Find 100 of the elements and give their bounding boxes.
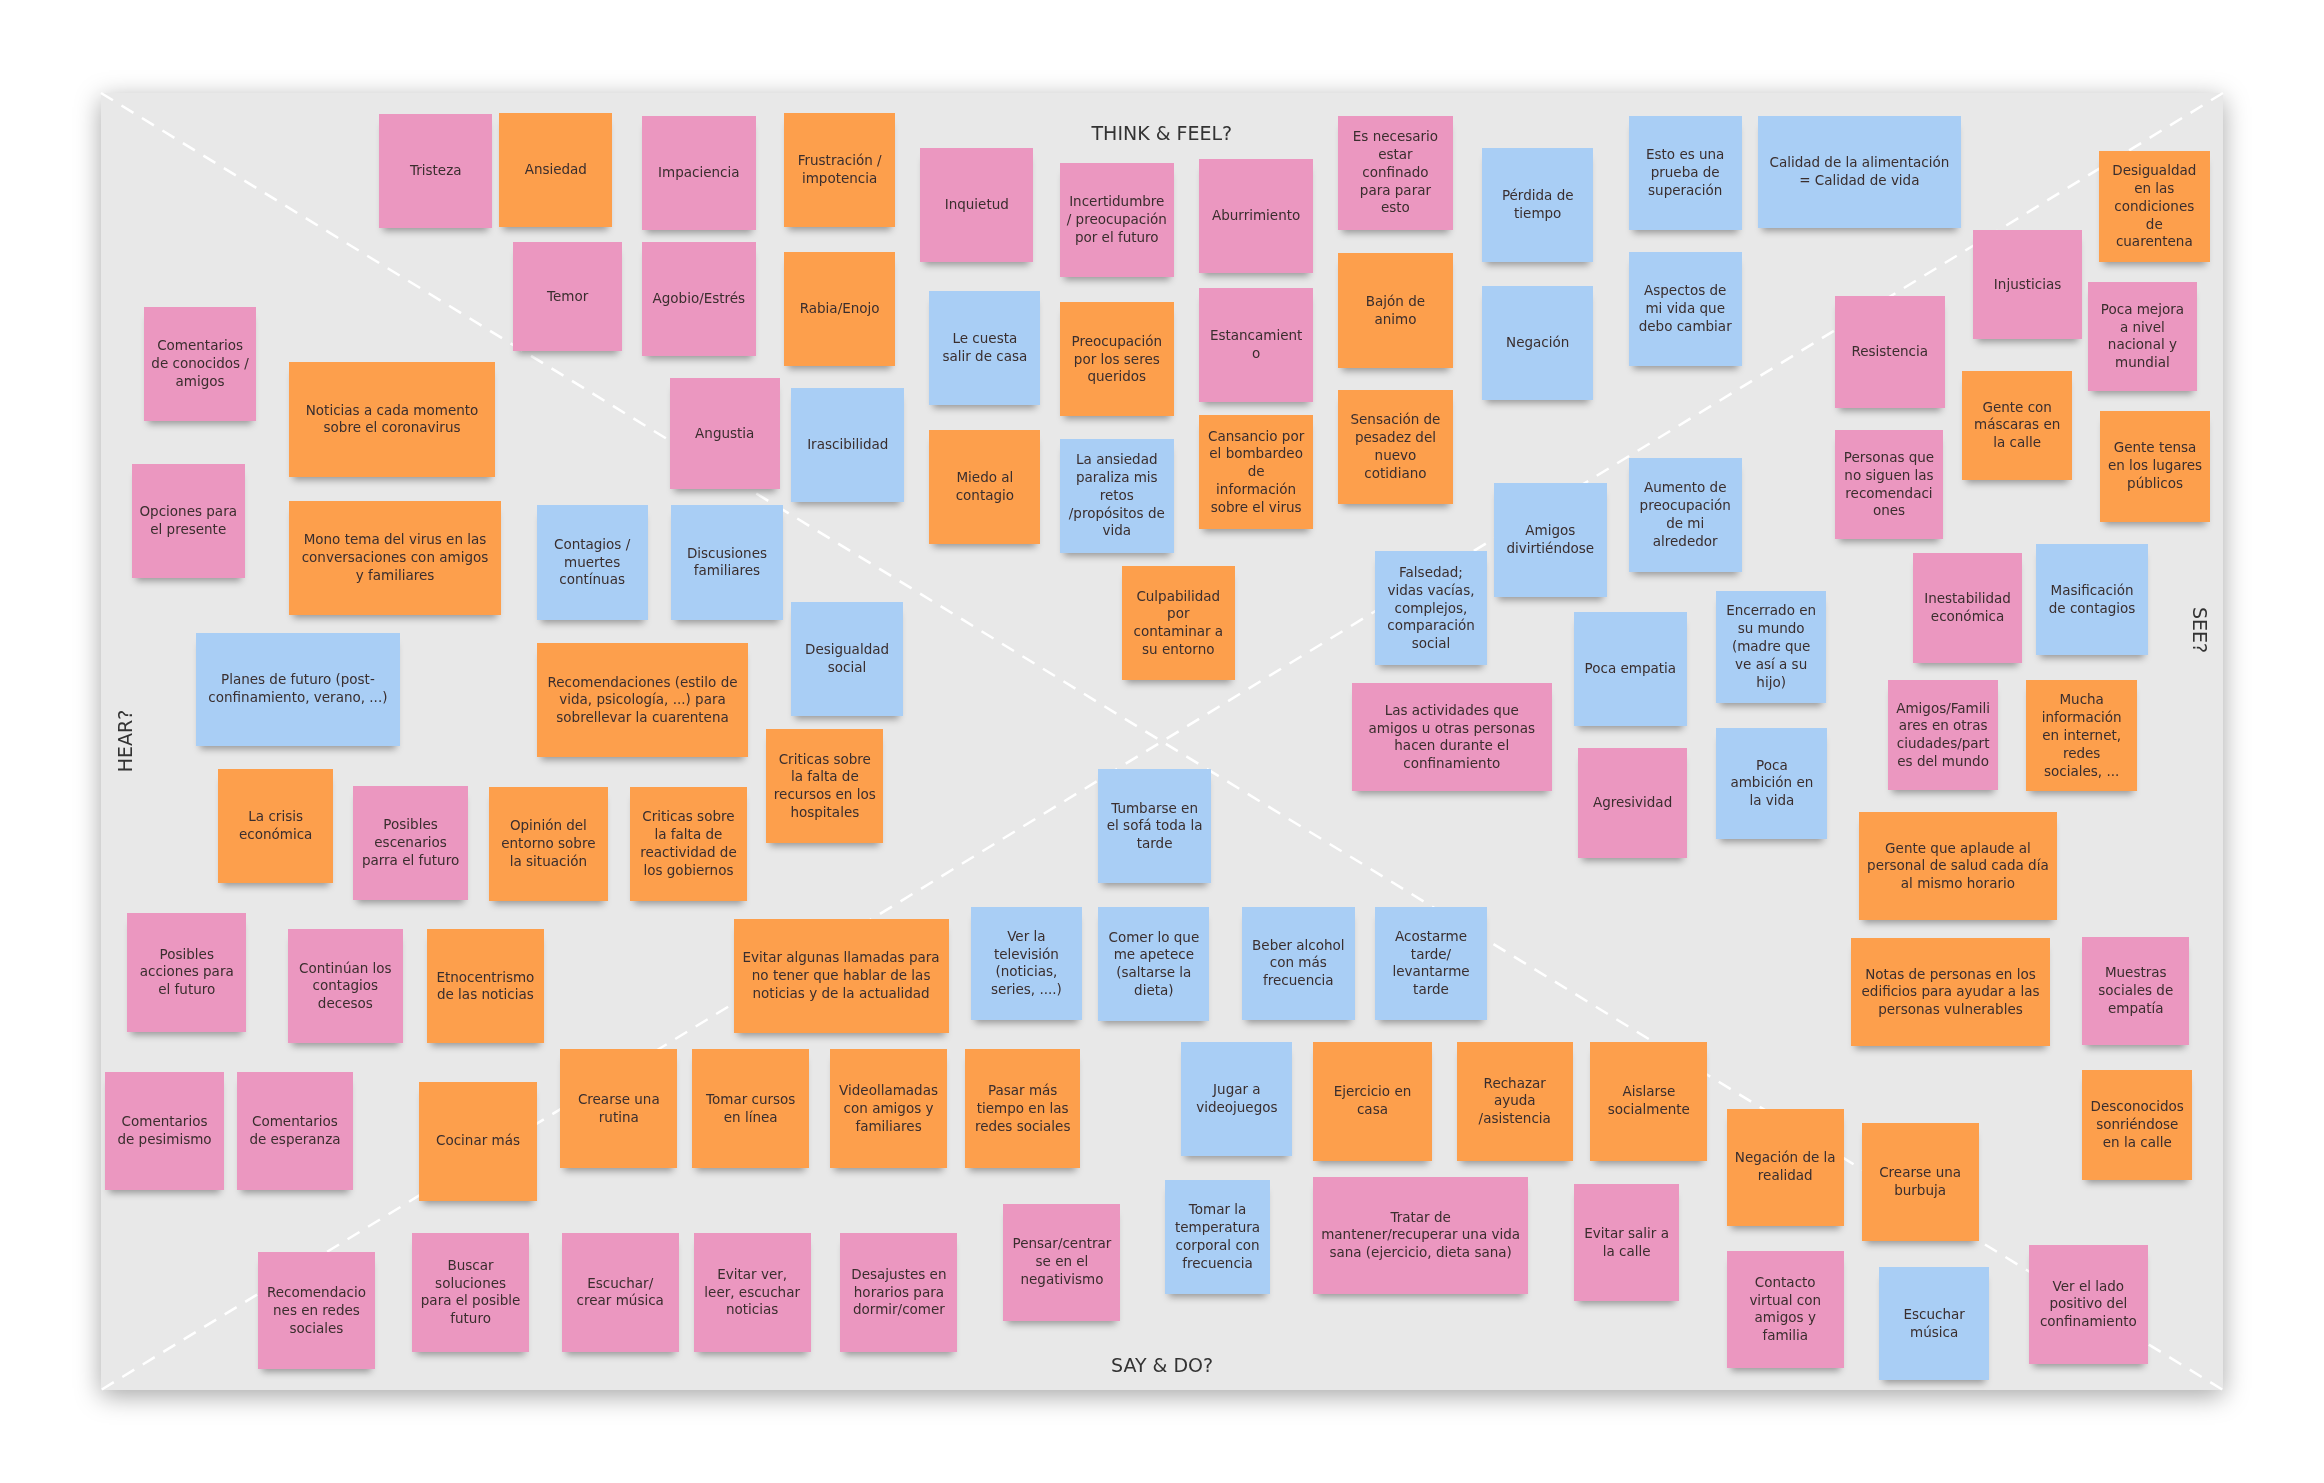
sticky-note: Ver la televisión (noticias, series, ....) [970,907,1082,1020]
sticky-note: Rechazar ayuda /asistencia [1456,1041,1573,1161]
sticky-note: Tratar de mantener/recuperar una vida sana (ejercicio, dieta sana) [1313,1176,1529,1294]
sticky-note: Impaciencia [641,115,756,230]
sticky-note: Frustración / impotencia [784,112,896,227]
sticky-note: Opinión del entorno sobre la situación [489,787,608,902]
sticky-note: Calidad de la alimentación = Calidad de vida [1757,115,1961,229]
sticky-note: Tumbarse en el sofá toda la tarde [1098,769,1211,884]
sticky-note: Estancamiento [1199,287,1314,402]
sticky-note: Desigualdad social [791,601,903,716]
sticky-note: Crearse una rutina [560,1049,678,1168]
sticky-note: Agobio/Estrés [641,241,756,356]
sticky-note: Poca ambición en la vida [1716,727,1828,839]
sticky-note: Desigualdad en las condiciones de cuarentena [2098,151,2210,263]
sticky-note: Inquietud [920,148,1034,263]
sticky-note: Criticas sobre la falta de reactividad de los gobiernos [629,787,747,902]
sticky-note: Sensación de pesadez del nuevo cotidiano [1338,389,1453,504]
sticky-note: Contagios / muertes contínuas [536,505,648,620]
sticky-note: Le cuesta salir de casa [929,290,1041,405]
sticky-note: Posibles acciones para el futuro [127,913,246,1032]
sticky-note: Discusiones familiares [671,505,783,620]
sticky-note: Esto es una prueba de superación [1628,115,1742,230]
sticky-note: Las actividades que amigos u otras personas hacen durante el confinamiento [1351,683,1552,792]
sticky-note: Comentarios de pesimismo [105,1071,224,1191]
sticky-note: Gente con máscaras en la calle [1962,370,2072,481]
sticky-note: Comentarios de conocidos / amigos [143,306,257,421]
sticky-note: Rabia/Enojo [784,251,896,367]
sticky-note: Agresividad [1578,748,1687,859]
sticky-note: Noticias a cada momento sobre el coronavirus [289,361,496,478]
sticky-note: Injusticias [1972,229,2083,340]
sticky-note: Criticas sobre la falta de recursos en los hospitales [766,729,884,844]
sticky-note: Muestras sociales de empatía [2082,936,2190,1045]
quadrant-label: SAY & DO? [1111,1354,1214,1377]
sticky-note: Negación de la realidad [1726,1108,1844,1226]
sticky-note: Temor [512,241,623,352]
quadrant-label: HEAR? [114,709,137,773]
sticky-note: Gente que aplaude al personal de salud cada día al mismo horario [1858,812,2058,921]
sticky-note: Comentarios de esperanza [237,1071,353,1191]
sticky-note: Contacto virtual con amigos y familia [1726,1250,1844,1368]
sticky-note: Poca empatia [1574,612,1687,727]
sticky-note: Planes de futuro (post-confinamiento, verano, ...) [195,632,401,746]
sticky-note: Pensar/centrarse en el negativismo [1003,1203,1121,1321]
sticky-note: Tristeza [379,114,493,229]
sticky-note: Posibles escenarios parra el futuro [352,785,469,900]
sticky-note: Ejercicio en casa [1313,1041,1432,1161]
sticky-note: Personas que no siguen las recomendaciones [1834,429,1944,540]
sticky-note: Angustia [669,377,780,490]
sticky-note: Miedo al contagio [929,429,1041,544]
sticky-note: Incertidumbre / preocupación por el futuro [1059,163,1174,278]
sticky-note: Tomar la temperatura corporal con frecuencia [1164,1179,1271,1294]
sticky-note: Mono tema del virus en las conversaciones con amigos y familiares [289,500,501,616]
sticky-note: Aislarse socialmente [1590,1041,1708,1161]
sticky-note: Ansiedad [499,112,613,227]
sticky-note: Negación [1482,286,1594,401]
sticky-note: Amigos divirtiéndose [1494,483,1607,598]
sticky-note: Cansancio por el bombardeo de información sobre el virus [1199,415,1314,530]
sticky-note: Evitar ver, leer, escuchar noticias [693,1233,811,1352]
sticky-note: Encerrado en su mundo (madre que ve así a su hijo) [1716,591,1826,703]
sticky-note: Amigos/Familiares en otras ciudades/partes del mundo [1888,680,1998,790]
quadrant-label: SEE? [2188,606,2211,653]
sticky-note: Mucha información en internet, redes sociales, ... [2026,680,2138,792]
sticky-note: Continúan los contagios decesos [287,929,404,1044]
sticky-note: Aburrimiento [1199,158,1314,273]
sticky-note: Etnocentrismo de las noticias [426,929,544,1044]
sticky-note: Comer lo que me apetece (saltarse la dieta) [1098,907,1210,1022]
sticky-note: Irascibilidad [791,388,905,503]
sticky-note: Es necesario estar confinado para parar esto [1338,115,1453,230]
sticky-note: Recomendaciones en redes sociales [257,1252,375,1370]
sticky-note: Culpabilidad por contaminar a su entorno [1121,566,1235,681]
sticky-note: Buscar soluciones para el posible futuro [412,1233,530,1352]
sticky-note: Escuchar música [1879,1267,1989,1380]
sticky-note: La ansiedad paraliza mis retos /propósitos de vida [1059,438,1174,553]
sticky-note: Masificación de contagios [2036,543,2148,656]
sticky-note: Resistencia [1834,296,1945,408]
sticky-note: Escuchar/ crear música [561,1233,679,1352]
sticky-note: Opciones para el presente [131,463,245,579]
quadrant-label: THINK & FEEL? [1091,122,1233,145]
sticky-note: Desconocidos sonriéndose en la calle [2082,1070,2193,1180]
sticky-note: La crisis económica [217,769,334,884]
sticky-note: Pérdida de tiempo [1482,148,1594,263]
sticky-note: Cocinar más [419,1081,537,1201]
sticky-note: Pasar más tiempo en las redes sociales [964,1049,1081,1168]
sticky-note: Preocupación por los seres queridos [1059,302,1174,417]
sticky-note: Aumento de preocupación de mi alrededor [1628,457,1742,573]
sticky-note: Jugar a videojuegos [1181,1041,1293,1157]
sticky-note: Evitar salir a la calle [1574,1184,1680,1302]
sticky-note: Beber alcohol con más frecuencia [1242,907,1355,1020]
sticky-note: Recomendaciones (estilo de vida, psicología, ...) para sobrellevar la cuarentena [536,643,749,758]
sticky-note: Poca mejora a nivel nacional y mundial [2088,281,2197,392]
sticky-note: Tomar cursos en línea [692,1049,810,1168]
sticky-note: Falsedad; vidas vacías, complejos, comparación social [1375,551,1487,666]
sticky-note: Gente tensa en los lugares públicos [2100,410,2210,522]
sticky-note: Crearse una burbuja [1861,1123,1979,1241]
sticky-note: Bajón de animo [1338,253,1453,368]
sticky-note: Inestabilidad económica [1913,552,2022,663]
sticky-note: Desajustes en horarios para dormir/comer [840,1233,958,1352]
sticky-note: Videollamadas con amigos y familiares [830,1049,948,1168]
sticky-note: Evitar algunas llamadas para no tener que hablar de las noticias y de la actualidad [733,918,949,1034]
sticky-note: Notas de personas en los edificios para ayudar a las personas vulnerables [1851,938,2050,1047]
sticky-note: Acostarme tarde/ levantarme tarde [1375,907,1487,1020]
